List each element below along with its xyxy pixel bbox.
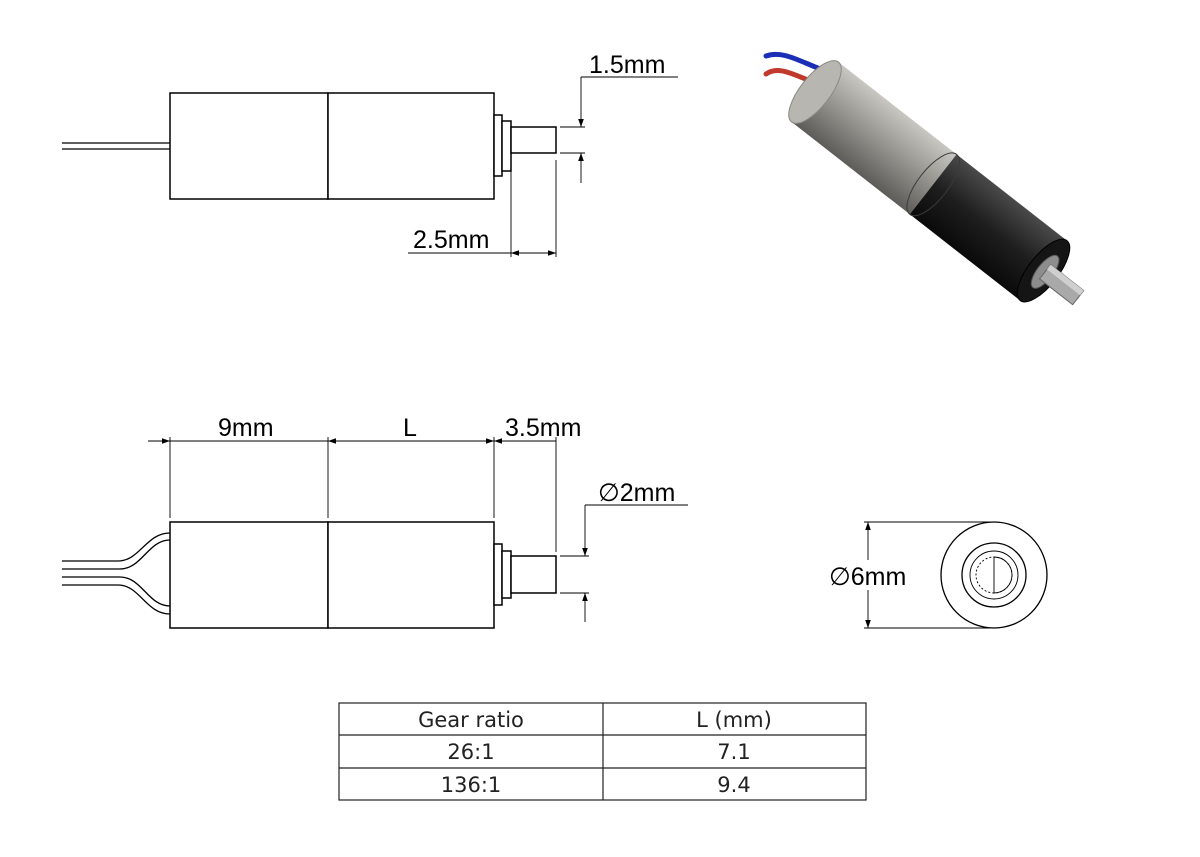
table-cell: 9.4 (717, 773, 750, 797)
table-header: L (mm) (696, 708, 772, 732)
output-shaft (510, 126, 557, 154)
bearing-flange (493, 543, 503, 606)
end-view: ∅6mm (829, 521, 1048, 629)
shaft-circle (975, 556, 1013, 594)
table-cell: 136:1 (441, 773, 502, 797)
gearbox-body (327, 92, 495, 200)
housing-diameter-dimension-label: ∅6mm (829, 563, 906, 591)
shaft-flat-highlight (1046, 264, 1084, 296)
motor-body (169, 92, 329, 200)
side-view: 9mm L 3.5mm ∅2mm (62, 414, 688, 629)
housing-seam (906, 152, 960, 217)
motor-body (169, 521, 329, 629)
shaft-length-dimension-label: 3.5mm (505, 414, 581, 442)
top-view: 1.5mm 2.5mm (62, 51, 678, 257)
motor-end-cap (788, 60, 842, 124)
wire-lead (62, 539, 171, 570)
collar-outline (969, 550, 1019, 600)
shaft-flat-dimension-label: 1.5mm (589, 51, 665, 79)
gearbox-body (327, 521, 495, 629)
motor-length-dimension-label: 9mm (218, 414, 274, 442)
motor-3d-render (763, 51, 1085, 306)
bearing-collar (501, 120, 512, 172)
wire-lead (62, 584, 171, 615)
bearing-outline (961, 542, 1027, 608)
table-cell: 7.1 (717, 740, 750, 764)
table-header: Gear ratio (418, 708, 524, 732)
bearing-flange (493, 114, 503, 177)
wire-lead (62, 532, 171, 562)
wire-lead (62, 576, 171, 607)
table-cell: 26:1 (447, 740, 494, 764)
gearbox-can (909, 154, 1067, 301)
shaft-length-dimension-label: 2.5mm (413, 226, 489, 254)
gear-ratio-table: Gear ratio L (mm) 26:1 7.1 136:1 9.4 (338, 702, 867, 801)
output-shaft (510, 555, 557, 594)
shaft-diameter-dimension-label: ∅2mm (598, 479, 675, 507)
motor-can (791, 62, 957, 215)
bearing-collar (501, 550, 512, 599)
shaft-d-profile (993, 556, 1013, 594)
output-shaft-3d (1038, 263, 1085, 306)
gearbox-length-dimension-label: L (403, 414, 417, 442)
